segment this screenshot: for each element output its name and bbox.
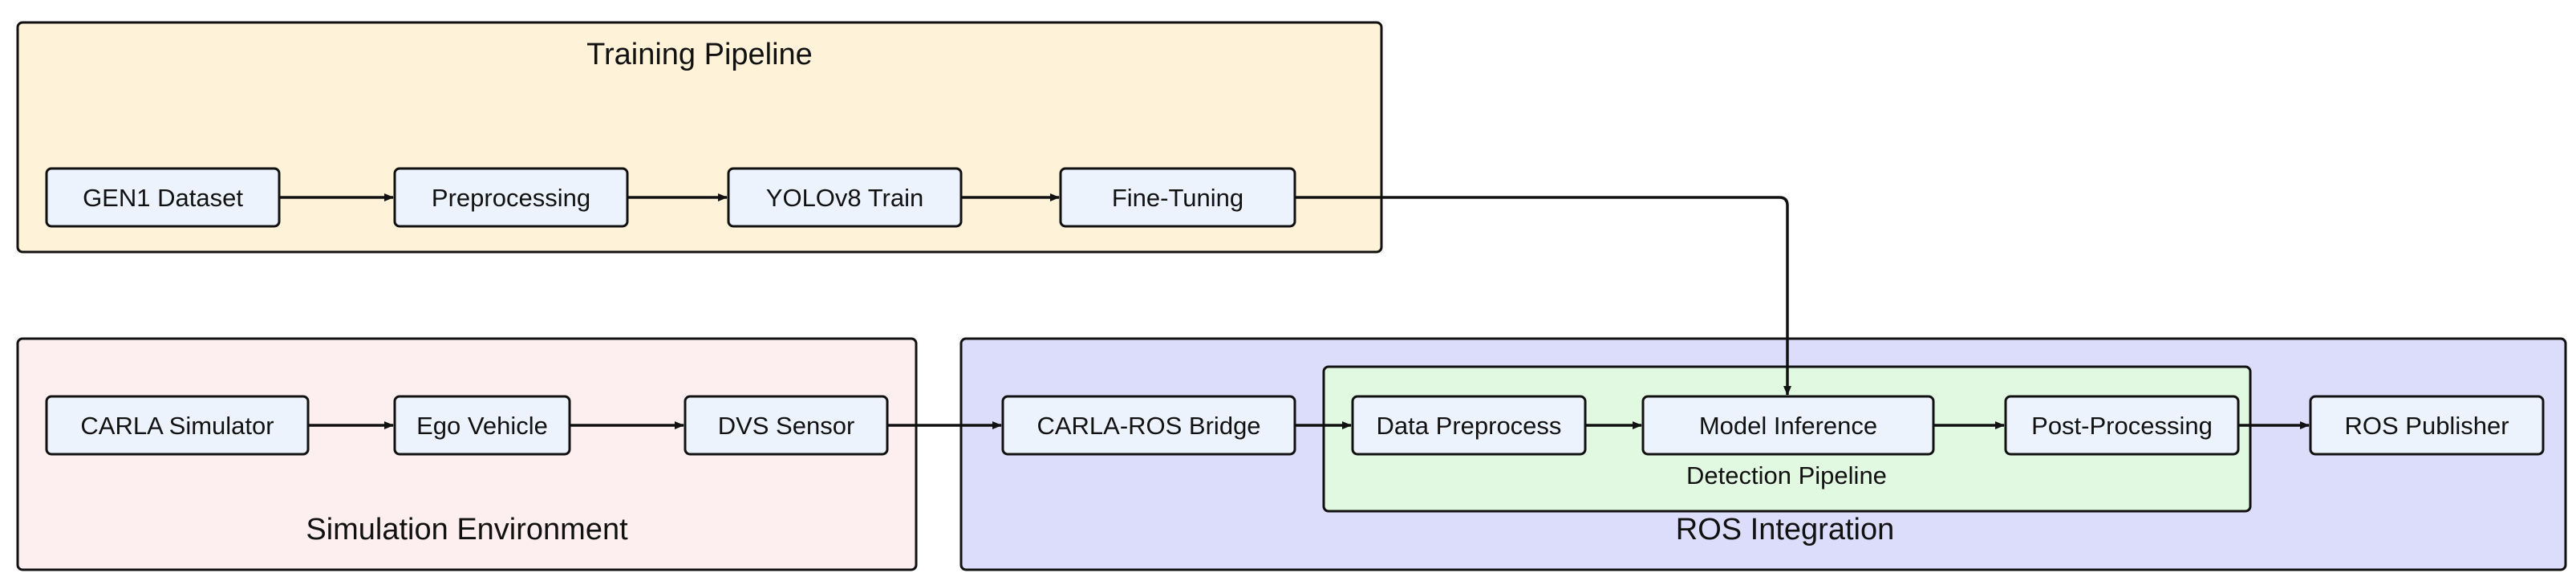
node-box bbox=[45, 395, 310, 456]
node-box bbox=[2004, 395, 2240, 456]
node-ego-vehicle: Ego Vehicle bbox=[393, 395, 571, 456]
node-box bbox=[393, 395, 571, 456]
node-label: Preprocessing bbox=[432, 184, 590, 212]
node-box bbox=[45, 167, 281, 228]
node-box bbox=[1059, 167, 1296, 228]
node-preprocessing: Preprocessing bbox=[393, 167, 629, 228]
node-dvs-sensor: DVS Sensor bbox=[684, 395, 889, 456]
node-model-inference: Model Inference bbox=[1641, 395, 1935, 456]
node-carla-ros-bridge: CARLA-ROS Bridge bbox=[1001, 395, 1296, 456]
node-yolov8-train: YOLOv8 Train bbox=[727, 167, 963, 228]
edge-finetuning-to-model-inference bbox=[1295, 196, 1791, 396]
node-box bbox=[727, 167, 963, 228]
node-carla-simulator: CARLA Simulator bbox=[45, 395, 310, 456]
node-box bbox=[1001, 395, 1296, 456]
cluster-simulation-label: Simulation Environment bbox=[306, 513, 628, 546]
node-box bbox=[393, 167, 629, 228]
node-ros-publisher: ROS Publisher bbox=[2309, 395, 2545, 456]
cluster-detection-label: Detection Pipeline bbox=[1686, 461, 1887, 490]
node-label: YOLOv8 Train bbox=[766, 184, 923, 212]
node-label: ROS Publisher bbox=[2344, 412, 2509, 440]
node-label: DVS Sensor bbox=[718, 412, 855, 440]
node-box bbox=[684, 395, 889, 456]
node-gen1-dataset: GEN1 Dataset bbox=[45, 167, 281, 228]
node-label: CARLA-ROS Bridge bbox=[1036, 412, 1260, 440]
node-label: Post-Processing bbox=[2031, 412, 2213, 440]
cluster-training-label: Training Pipeline bbox=[586, 38, 813, 71]
cluster-training-box bbox=[16, 21, 1383, 254]
cluster-training-pipeline: Training Pipeline bbox=[16, 21, 1383, 254]
node-label: Fine-Tuning bbox=[1112, 184, 1243, 212]
node-box bbox=[1641, 395, 1935, 456]
node-label: CARLA Simulator bbox=[80, 412, 274, 440]
cluster-ros-label: ROS Integration bbox=[1676, 513, 1894, 546]
edges bbox=[279, 193, 2310, 429]
node-label: Data Preprocess bbox=[1377, 412, 1562, 440]
node-label: Model Inference bbox=[1699, 412, 1877, 440]
node-post-processing: Post-Processing bbox=[2004, 395, 2240, 456]
node-box bbox=[2309, 395, 2545, 456]
node-data-preprocess: Data Preprocess bbox=[1351, 395, 1587, 456]
node-box bbox=[1351, 395, 1587, 456]
node-fine-tuning: Fine-Tuning bbox=[1059, 167, 1296, 228]
node-label: Ego Vehicle bbox=[416, 412, 548, 440]
node-label: GEN1 Dataset bbox=[83, 184, 243, 212]
